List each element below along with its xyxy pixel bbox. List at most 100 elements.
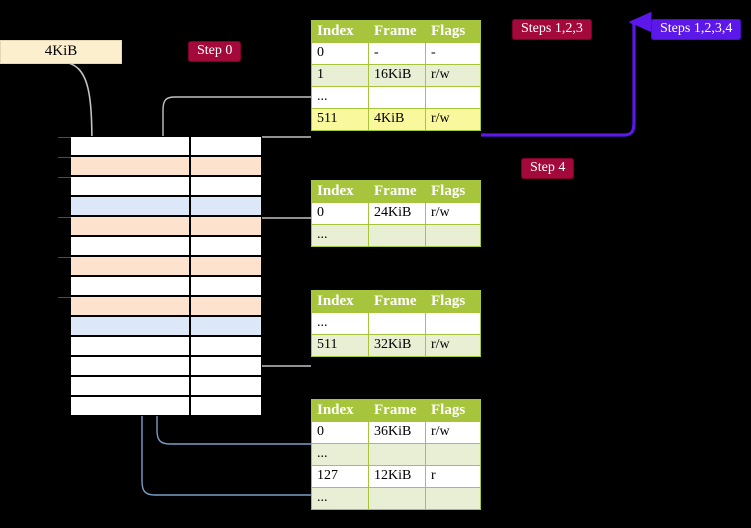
cell-flags: r/w xyxy=(425,64,481,87)
cell-flags xyxy=(425,443,481,466)
cell-index: 0 xyxy=(311,421,369,444)
cell-frame: 16KiB xyxy=(368,64,426,87)
memory-frame-row xyxy=(58,296,262,316)
cell-index: 511 xyxy=(311,108,369,131)
badge-steps-123[interactable]: Steps 1,2,3 xyxy=(512,19,592,40)
cell-flags: - xyxy=(425,42,481,65)
cell-flags: r/w xyxy=(425,202,481,225)
cell-index: 1 xyxy=(311,64,369,87)
memory-frame-tick xyxy=(58,217,71,218)
memory-frame-row-extension xyxy=(190,336,262,356)
table-row[interactable]: ... xyxy=(311,312,481,335)
cell-frame: 36KiB xyxy=(368,421,426,444)
memory-frame-row xyxy=(58,136,262,156)
table-row[interactable]: ... xyxy=(311,443,481,466)
memory-frame-row-extension xyxy=(190,356,262,376)
cell-index: 127 xyxy=(311,465,369,488)
badge-step-0[interactable]: Step 0 xyxy=(188,41,242,62)
memory-frame-row-extension xyxy=(190,156,262,176)
cell-frame: 12KiB xyxy=(368,465,426,488)
memory-frame-row-extension xyxy=(190,316,262,336)
page-size-text: 4KiB xyxy=(44,43,78,59)
cell-index: 0 xyxy=(311,42,369,65)
memory-frame-row xyxy=(58,256,262,276)
cell-flags: r/w xyxy=(425,108,481,131)
memory-frame-row-extension xyxy=(190,296,262,316)
column-header-index: Index xyxy=(311,180,369,203)
column-header-flags: Flags xyxy=(425,20,481,43)
cell-index: ... xyxy=(311,443,369,466)
memory-frame-tick xyxy=(58,257,71,258)
column-header-frame: Frame xyxy=(368,20,426,43)
cell-flags xyxy=(425,312,481,335)
page-size-label: 4KiB xyxy=(0,40,122,64)
memory-frame-row xyxy=(70,196,262,216)
memory-frame-row-extension xyxy=(190,136,262,156)
memory-frame-row xyxy=(70,236,262,256)
cell-frame: 4KiB xyxy=(368,108,426,131)
cell-flags xyxy=(425,86,481,109)
memory-frame-tick xyxy=(58,137,71,138)
table-row[interactable]: ... xyxy=(311,487,481,510)
memory-frame-row-extension xyxy=(190,256,262,276)
cell-index: 0 xyxy=(311,202,369,225)
cell-frame xyxy=(368,312,426,335)
column-header-index: Index xyxy=(311,399,369,422)
memory-frame-row xyxy=(70,376,262,396)
cell-index: ... xyxy=(311,312,369,335)
memory-frame-row xyxy=(58,216,262,236)
table-row[interactable]: ... xyxy=(311,224,481,247)
column-header-index: Index xyxy=(311,20,369,43)
column-header-index: Index xyxy=(311,290,369,313)
memory-frame-tick xyxy=(58,157,71,158)
memory-frame-tick xyxy=(58,177,71,178)
memory-frame-row-extension xyxy=(190,396,262,416)
cell-frame xyxy=(368,86,426,109)
memory-frame-row-extension xyxy=(190,216,262,236)
cell-flags: r/w xyxy=(425,334,481,357)
memory-frame-row xyxy=(70,316,262,336)
memory-frame-row xyxy=(70,356,262,376)
memory-frame-tick xyxy=(58,297,71,298)
column-header-frame: Frame xyxy=(368,180,426,203)
memory-frame-row xyxy=(58,176,262,196)
badge-step-4[interactable]: Step 4 xyxy=(521,158,575,179)
memory-frame-row-extension xyxy=(190,236,262,256)
memory-frame-row xyxy=(58,156,262,176)
badge-steps-1234[interactable]: Steps 1,2,3,4 xyxy=(651,19,742,40)
cell-frame xyxy=(368,224,426,247)
cell-frame xyxy=(368,443,426,466)
memory-frame-row-extension xyxy=(190,196,262,216)
column-header-frame: Frame xyxy=(368,399,426,422)
cell-index: ... xyxy=(311,86,369,109)
cell-flags xyxy=(425,487,481,510)
cell-frame xyxy=(368,487,426,510)
memory-frame-row xyxy=(70,396,262,416)
cell-flags xyxy=(425,224,481,247)
column-header-frame: Frame xyxy=(368,290,426,313)
memory-frame-row-extension xyxy=(190,276,262,296)
table-row[interactable]: 0-- xyxy=(311,42,481,65)
column-header-flags: Flags xyxy=(425,290,481,313)
memory-frame-row xyxy=(70,336,262,356)
cell-flags: r/w xyxy=(425,421,481,444)
column-header-flags: Flags xyxy=(425,180,481,203)
memory-frame-row xyxy=(70,276,262,296)
table-row[interactable]: ... xyxy=(311,86,481,109)
column-header-flags: Flags xyxy=(425,399,481,422)
cell-index: ... xyxy=(311,224,369,247)
cell-frame: 24KiB xyxy=(368,202,426,225)
memory-frame-row-extension xyxy=(190,376,262,396)
memory-frame-row-extension xyxy=(190,176,262,196)
